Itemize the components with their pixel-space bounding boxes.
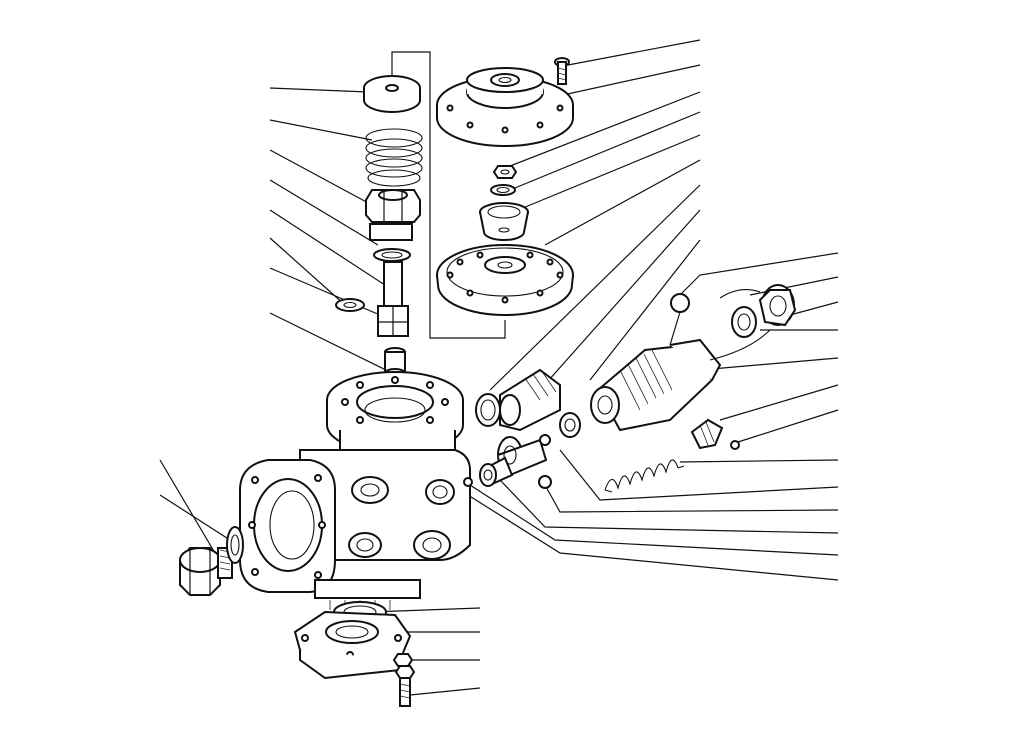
hex-nut-upper xyxy=(365,189,421,241)
leader-seal-ring xyxy=(269,179,379,246)
leader-nut xyxy=(269,149,373,206)
leader-cup xyxy=(517,134,701,211)
pin-small xyxy=(730,440,740,450)
wire-seal xyxy=(709,289,771,361)
leader-spring-upper xyxy=(269,119,373,141)
valve-body-small xyxy=(479,456,514,487)
seat-2 xyxy=(463,477,473,487)
leader-spring-long xyxy=(679,459,839,463)
leader-fitting xyxy=(489,184,701,391)
leader-screw xyxy=(719,384,839,421)
leader-plug-left xyxy=(159,459,216,554)
leader-diaphragm xyxy=(544,159,701,246)
leader-gasket-bottom xyxy=(369,607,481,613)
ball-small xyxy=(539,434,551,446)
leader-housing xyxy=(699,357,839,371)
nut-small xyxy=(492,165,518,179)
leader-pin xyxy=(737,409,839,443)
fitting-left xyxy=(475,368,561,432)
leader-bracket xyxy=(391,51,506,339)
leader-valve-stem xyxy=(269,209,386,286)
leader-bolt-top xyxy=(567,39,701,66)
leader-lines xyxy=(159,39,839,696)
ring-small xyxy=(490,184,516,196)
bolt-bottom xyxy=(394,665,416,707)
gasket-right xyxy=(731,306,757,338)
leader-plunger xyxy=(269,312,391,373)
cover-plate xyxy=(436,67,574,147)
ball-2 xyxy=(538,475,552,489)
screw-right xyxy=(690,418,724,450)
leader-small-washer xyxy=(269,237,346,306)
diaphragm-housing xyxy=(436,244,574,316)
cap-ball xyxy=(669,293,690,346)
leader-wire xyxy=(749,276,839,296)
leader-bolt-bottom xyxy=(409,687,481,696)
flange-bottom xyxy=(293,610,412,680)
leader-washer-top xyxy=(269,87,369,93)
washer-top xyxy=(363,75,421,113)
bolt-top xyxy=(554,57,570,85)
washer-bottom xyxy=(392,653,414,667)
leader-plug xyxy=(789,301,839,316)
leader-seat xyxy=(559,449,839,501)
leader-seat-2 xyxy=(459,489,839,581)
valve-housing xyxy=(590,338,722,432)
leader-cap xyxy=(679,252,839,296)
plug-left xyxy=(179,547,233,596)
leader-ring-small xyxy=(509,111,701,191)
leader-fitting-3 xyxy=(589,239,701,381)
leader-fitting-2 xyxy=(539,209,701,391)
valve-stem xyxy=(377,261,409,337)
leader-gasket-left xyxy=(159,494,231,541)
seal-ring-upper xyxy=(373,248,411,262)
ring-seal-right xyxy=(559,412,581,438)
gasket-left xyxy=(226,526,244,564)
spring-upper xyxy=(365,128,423,187)
leader-nut-small xyxy=(504,91,701,169)
small-washer xyxy=(335,298,365,312)
main-body xyxy=(239,371,471,610)
leader-valve-body xyxy=(499,479,839,534)
cup xyxy=(479,202,529,241)
plug-right xyxy=(758,284,797,327)
leader-ball xyxy=(544,484,839,513)
spring-long xyxy=(604,459,685,493)
leader-ball-2 xyxy=(469,484,839,556)
